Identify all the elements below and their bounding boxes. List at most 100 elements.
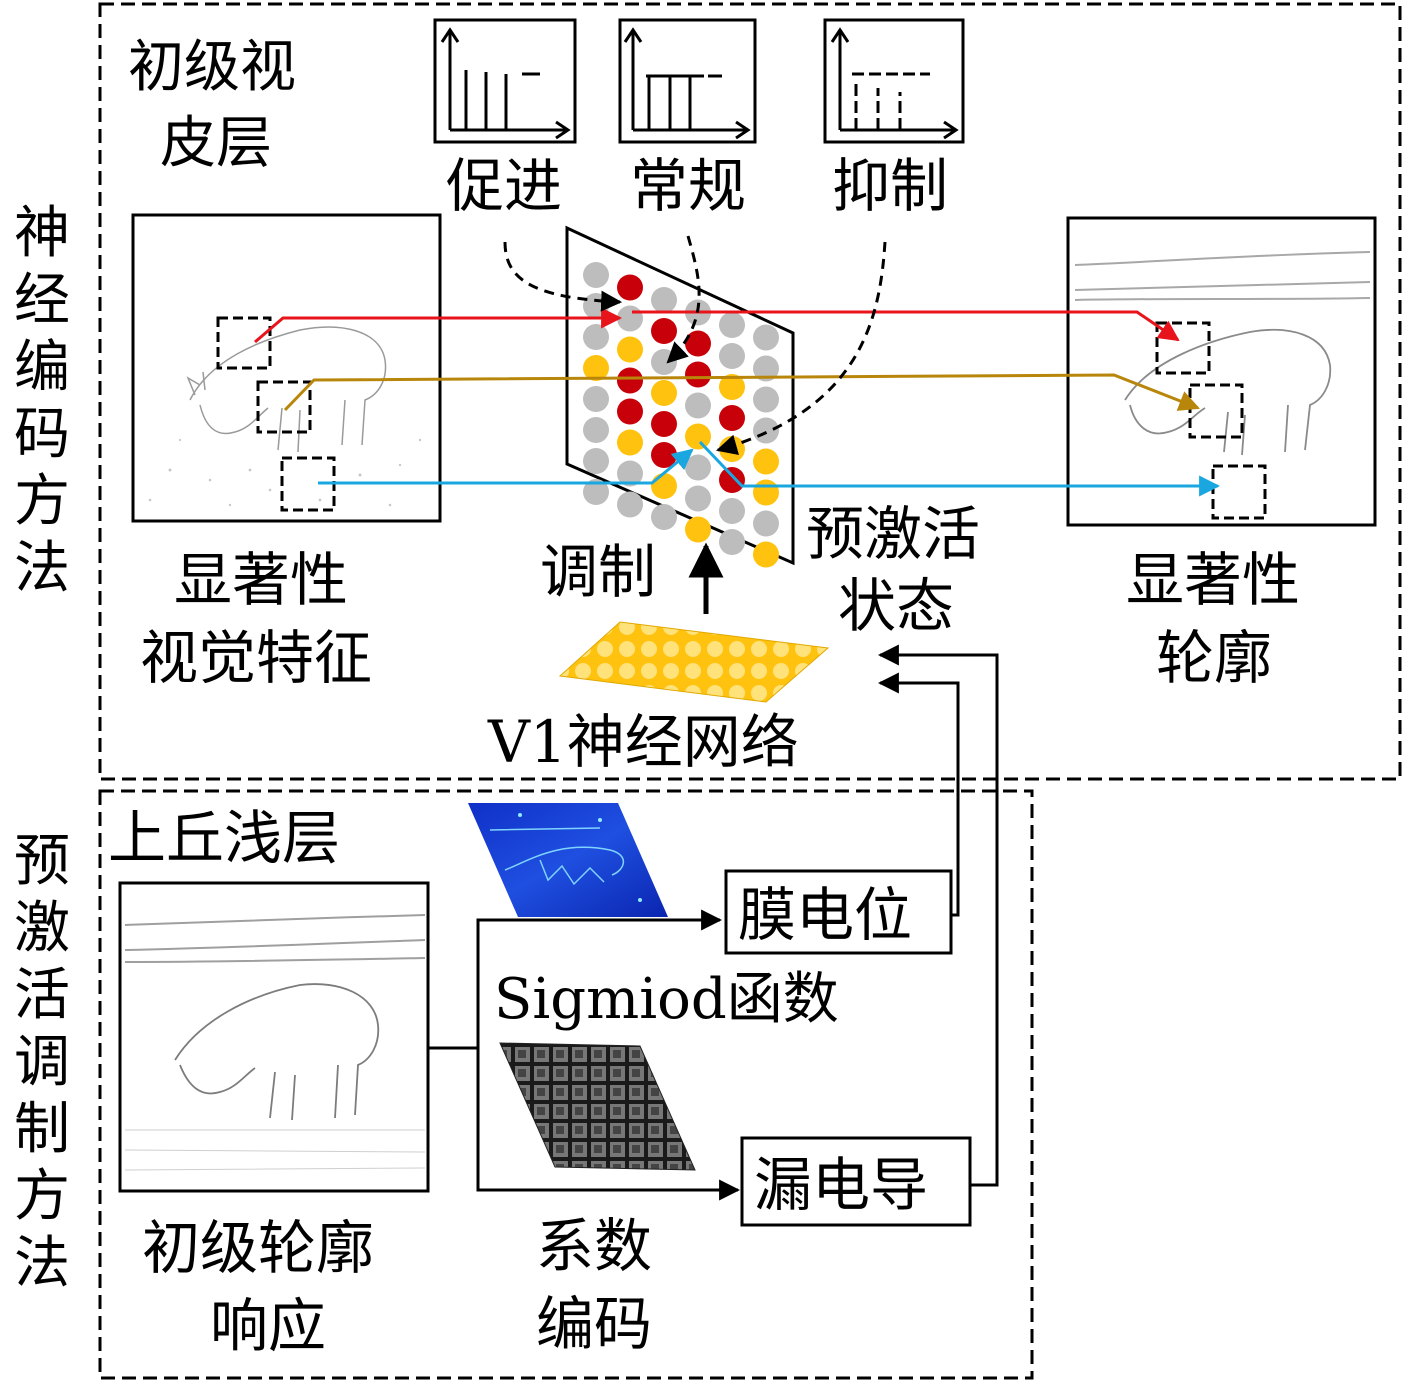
- neuron-node: [753, 541, 779, 568]
- side-label-char: 神: [14, 201, 70, 266]
- cortex-title-line2: 皮层: [160, 111, 272, 176]
- neuron-node: [617, 398, 643, 425]
- side-label-char: 经: [14, 268, 70, 333]
- neuron-node: [583, 448, 609, 474]
- side-label-char: 激: [14, 896, 70, 961]
- neuron-node: [651, 318, 677, 344]
- red-feature-arrow-in: [254, 307, 623, 344]
- mode-label-normal: 常规: [630, 152, 746, 220]
- neuron-node: [583, 355, 609, 381]
- output-caption-line2: 轮廓: [1156, 624, 1272, 692]
- input-rhino-image: [131, 213, 442, 523]
- neuron-node: [753, 324, 779, 351]
- input-caption-line2: 视觉特征: [140, 624, 372, 692]
- neuron-node: [617, 367, 643, 394]
- leak-conductance-box: [740, 1136, 972, 1227]
- neuron-node: [583, 479, 609, 505]
- side-label-char: 调: [14, 1030, 70, 1095]
- output-rhino-image: [1066, 216, 1377, 527]
- contour-caption-line2: 响应: [210, 1292, 326, 1360]
- coefficient-caption-line2: 编码: [536, 1290, 652, 1358]
- coefficient-caption-line1: 系数: [536, 1212, 652, 1280]
- sigmoid-label: Sigmiod函数: [494, 967, 839, 1032]
- neuron-node: [583, 324, 609, 350]
- neuron-node: [617, 274, 643, 301]
- neuron-node: [685, 392, 711, 419]
- neuron-node: [753, 417, 779, 444]
- side-label-char: 活: [14, 963, 70, 1028]
- mode-label-facilitation: 促进: [446, 152, 562, 220]
- inhibition-dashed-arrow: [715, 241, 887, 455]
- contour-caption-line1: 初级轮廓: [142, 1214, 374, 1282]
- cortex-title-line1: 初级视: [128, 35, 296, 100]
- side-label-char: 方: [14, 1164, 70, 1229]
- neuron-node: [651, 473, 677, 499]
- neuron-node: [651, 442, 677, 468]
- neuron-node: [719, 374, 745, 400]
- side-label-char: 制: [14, 1097, 70, 1162]
- colliculus-title: 上丘浅层: [108, 804, 340, 872]
- neuron-node: [719, 529, 745, 555]
- neuron-node: [719, 498, 745, 524]
- cortex-region-box: [98, 2, 1402, 781]
- neuron-node: [617, 305, 643, 332]
- side-label-char: 码: [14, 402, 70, 467]
- neuron-node: [753, 448, 779, 475]
- primary-contour-image: [118, 881, 430, 1193]
- coefficient-coding-map: [499, 1042, 696, 1171]
- facilitation-dashed-arrow: [503, 241, 623, 312]
- leak-feedback-arrow: [877, 644, 999, 1187]
- neuron-node: [583, 293, 609, 319]
- red-feature-arrow-out: [632, 310, 1180, 342]
- output-caption-line1: 显著性: [1126, 546, 1300, 614]
- blue-feature-arrow-in: [318, 448, 694, 485]
- leak-conductance-label: 漏电导: [754, 1151, 928, 1219]
- v1-network-label: V1神经网络: [487, 708, 799, 776]
- preactivation-label-line1: 预激活: [806, 500, 980, 568]
- neuron-node: [651, 287, 677, 313]
- input-caption-line1: 显著性: [174, 546, 348, 614]
- side-label-char: 方: [14, 469, 70, 534]
- neuron-node: [583, 262, 609, 288]
- neuron-node: [719, 405, 745, 431]
- neuron-node: [617, 336, 643, 363]
- neuron-node: [685, 454, 711, 481]
- neuron-node: [685, 330, 711, 357]
- neuron-grid: [583, 262, 779, 568]
- neuron-node: [719, 312, 745, 338]
- mode-icon-facilitation: [433, 18, 577, 144]
- neuron-node: [651, 504, 677, 530]
- side-label-char: 法: [14, 1231, 70, 1296]
- side-label-char: 法: [14, 536, 70, 601]
- neuron-node: [617, 429, 643, 456]
- neuron-node: [753, 386, 779, 413]
- membrane-potential-map: [468, 803, 668, 917]
- neuron-node: [651, 380, 677, 406]
- neuron-node: [685, 423, 711, 450]
- v1-network-plane: [558, 621, 830, 703]
- neuron-node: [719, 467, 745, 493]
- gold-feature-arrow: [283, 373, 1200, 412]
- neuron-node: [685, 361, 711, 388]
- blue-feature-arrow-out: [698, 440, 1221, 497]
- membrane-potential-label: 膜电位: [738, 881, 912, 949]
- modulation-label: 调制: [540, 538, 656, 606]
- membrane-feedback-arrow: [877, 672, 960, 917]
- side-label-char: 预: [14, 829, 70, 894]
- neuron-node: [753, 479, 779, 506]
- colliculus-region-box: [98, 789, 1034, 1380]
- neuron-node: [685, 485, 711, 512]
- neuron-node: [583, 417, 609, 443]
- neuron-node: [719, 436, 745, 462]
- neuron-node: [651, 349, 677, 375]
- to-leak-arrow: [476, 1048, 741, 1201]
- preactivation-label-line2: 状态: [838, 572, 954, 640]
- mode-label-inhibition: 抑制: [832, 152, 948, 220]
- neuron-node: [617, 491, 643, 518]
- membrane-potential-box: [724, 869, 953, 955]
- to-membrane-arrow: [476, 909, 723, 1048]
- mode-icon-normal: [618, 18, 757, 144]
